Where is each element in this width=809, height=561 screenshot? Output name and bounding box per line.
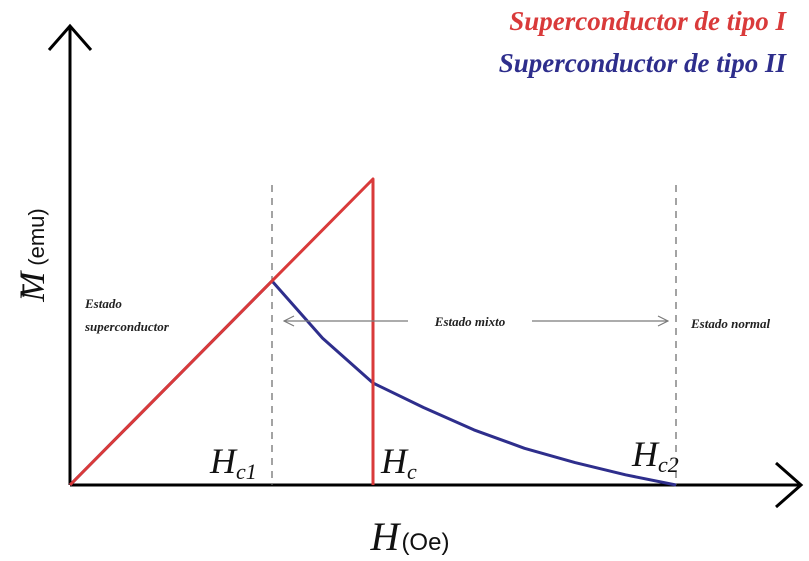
region-normal: Estado normal xyxy=(690,316,770,331)
x-axis-arrowhead xyxy=(775,461,804,509)
region-superconductor-line1: Estado xyxy=(84,296,122,311)
series-type1-line xyxy=(68,177,375,487)
series-group xyxy=(68,177,677,487)
y-axis-arrowhead xyxy=(47,23,93,51)
mixed-label-background xyxy=(408,311,532,331)
region-superconductor-line2: superconductor xyxy=(84,319,170,334)
series-type2-line xyxy=(68,279,677,487)
region-mixed: Estado mixto xyxy=(434,314,506,329)
critical-label-c1: Hc1 xyxy=(209,441,257,484)
y-axis-label-prefix: − xyxy=(8,283,38,298)
y-axis-label: M(emu) xyxy=(12,208,52,302)
legend-type1: Superconductor de tipo I xyxy=(509,6,787,36)
critical-field-labels: Hc1 Hc Hc2 xyxy=(209,434,679,484)
x-axis-label: H(Oe) xyxy=(370,514,450,559)
critical-label-c2: Hc2 xyxy=(631,434,679,477)
legend-type2: Superconductor de tipo II xyxy=(499,48,788,78)
critical-label-c: Hc xyxy=(380,441,417,484)
y-axis-label-group: M(emu) xyxy=(12,208,52,302)
critical-field-lines xyxy=(271,185,677,485)
